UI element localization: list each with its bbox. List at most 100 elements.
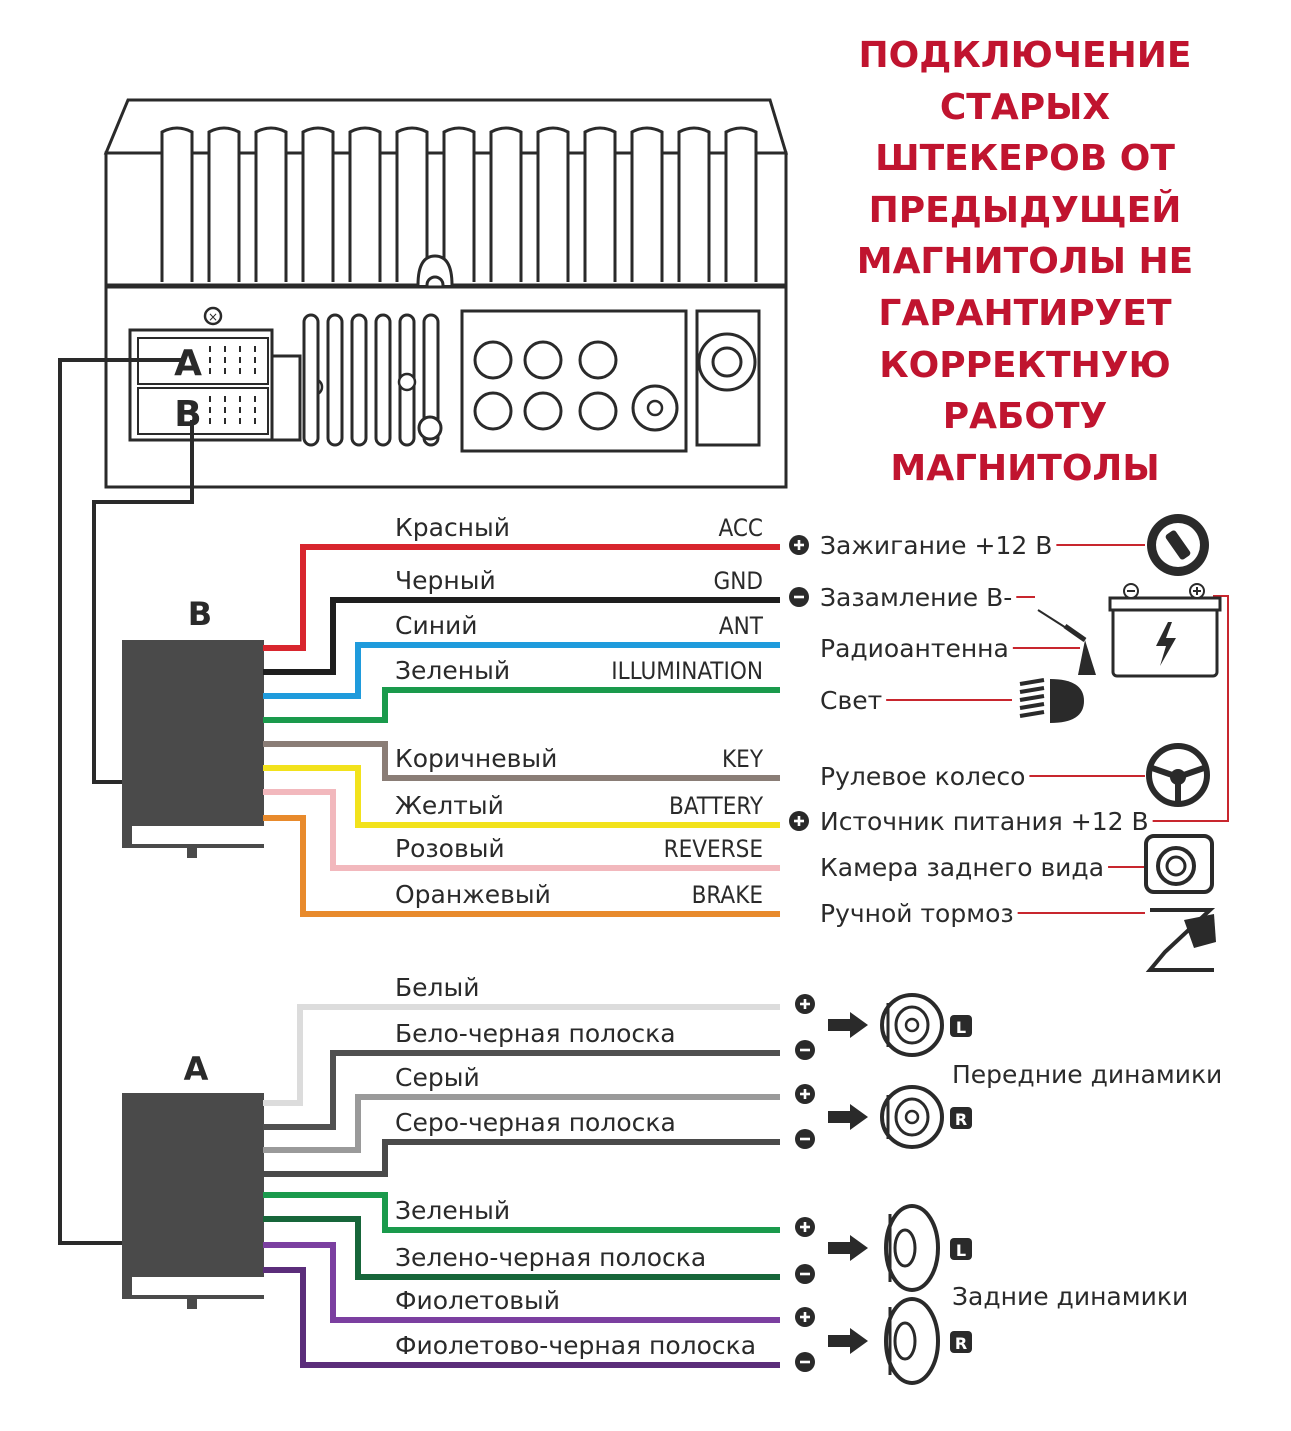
screw-icon	[203, 306, 223, 326]
bolt-icon	[1156, 622, 1176, 666]
wire-a-line	[263, 1192, 780, 1233]
heatsink-fin	[348, 126, 382, 282]
title-line: СТАРЫХ	[939, 86, 1111, 128]
wire-a-name: Бело-черная полоска	[395, 1019, 676, 1048]
wire-b-line	[263, 789, 780, 871]
wire-a-name: Зеленый	[395, 1196, 510, 1225]
socket-label-a: A	[174, 343, 202, 384]
heatsink-fin	[160, 126, 194, 282]
title-line: ПРЕДЫДУЩЕЙ	[868, 189, 1182, 231]
device-label: Источник питания +12 В	[820, 807, 1149, 836]
headlight-lamp	[1050, 679, 1084, 723]
wire-a-name: Фиолетовый	[395, 1286, 560, 1315]
battery-feed-line	[1213, 595, 1229, 822]
heatsink-fin	[489, 126, 523, 282]
connector-a	[122, 1093, 264, 1309]
device-item: Камера заднего вида	[820, 853, 1145, 882]
wire-a: Фиолетово-черная полоска	[263, 1267, 815, 1372]
rear-camera-icon	[1144, 834, 1214, 894]
speaker-icon: R	[828, 1085, 972, 1149]
socket-latch	[270, 354, 302, 442]
device-label: Свет	[820, 686, 882, 715]
device-label: Зазамление В-	[820, 583, 1012, 612]
wire-b-line	[263, 544, 780, 651]
wire-b: Коричневый KEY	[263, 741, 780, 781]
wire-b-code: KEY	[722, 745, 764, 773]
screw-icon	[417, 415, 443, 441]
wire-b-code: BATTERY	[669, 792, 764, 820]
rca-jack	[473, 391, 513, 431]
heatsink-fin	[254, 126, 288, 282]
arrow-icon	[828, 1235, 868, 1261]
wire-a-line	[263, 1004, 780, 1106]
light-ray	[1019, 702, 1045, 710]
title-line: ПОДКЛЮЧЕНИЕ	[858, 35, 1192, 76]
device-item: Рулевое колесо	[820, 762, 1145, 791]
ignition-key	[1165, 530, 1191, 560]
cable-b	[92, 420, 194, 784]
heatsink-fin	[207, 126, 241, 282]
speaker-center	[893, 1321, 917, 1361]
device-label: Зажигание +12 В	[820, 531, 1052, 560]
heatsink-fin	[677, 126, 711, 282]
device-item: Зажигание +12 В	[789, 531, 1145, 560]
wire-a-name: Зелено-черная полоска	[395, 1243, 706, 1272]
handbrake-lever	[1145, 908, 1216, 972]
cable-a	[58, 358, 182, 1245]
wire-a-name: Белый	[395, 973, 480, 1002]
arrow-icon	[828, 1328, 868, 1354]
wire-b-name: Розовый	[395, 834, 505, 863]
speaker-icon: R	[828, 1297, 972, 1385]
heatsink-fin	[630, 126, 664, 282]
screw-mark: ×	[208, 310, 218, 324]
vent-slot	[302, 313, 320, 447]
channel-badge	[950, 1107, 972, 1129]
wire-b-line	[263, 642, 780, 699]
light-ray	[1019, 686, 1045, 694]
connector-a-label: A	[184, 1050, 209, 1088]
device-item: Радиоантенна	[820, 634, 1080, 663]
vent-slot	[422, 313, 440, 447]
title-line: КОРРЕКТНУЮ	[879, 344, 1171, 386]
rca-jack	[523, 391, 563, 431]
channel-badge	[950, 1015, 972, 1037]
wire-b-line	[263, 815, 780, 917]
speaker-center	[904, 1109, 920, 1125]
channel-label: R	[955, 1334, 967, 1353]
speaker-group-label: Задние динамики	[952, 1282, 1188, 1311]
heatsink-fin	[583, 126, 617, 282]
wire-b-name: Зеленый	[395, 656, 510, 685]
antenna-socket-core	[711, 346, 743, 378]
title-line: РАБОТУ	[942, 396, 1108, 438]
wheel-spoke	[1151, 765, 1179, 780]
wire-a-line	[263, 1139, 780, 1177]
connector-b-latch	[187, 846, 197, 858]
wire-a-line	[263, 1094, 780, 1153]
device-item: Свет	[820, 686, 1012, 715]
heatsink-fin	[724, 126, 758, 282]
device-label: Рулевое колесо	[820, 762, 1025, 791]
device-item: Ручной тормоз	[820, 899, 1145, 928]
socket-label-b: B	[174, 394, 201, 435]
title-line: ШТЕКЕРОВ ОТ	[875, 138, 1175, 180]
wire-b-name: Оранжевый	[395, 880, 551, 909]
wire-a-line	[263, 1216, 780, 1280]
title-line: МАГНИТОЛЫ НЕ	[856, 241, 1194, 283]
light-ray	[1019, 694, 1045, 702]
wire-b-line	[263, 765, 780, 828]
wire-a: Белый	[263, 973, 815, 1106]
connector-a-tab	[122, 1277, 132, 1297]
rca-jack	[523, 340, 563, 380]
wire-b-code: GND	[713, 567, 763, 595]
wire-b-name: Желтый	[395, 791, 504, 820]
heatsink-fin	[442, 126, 476, 282]
wire-b-name: Коричневый	[395, 744, 557, 773]
connector-a-latch	[187, 1297, 197, 1309]
wire-b-name: Красный	[395, 513, 510, 542]
antenna-icon	[1037, 609, 1096, 675]
